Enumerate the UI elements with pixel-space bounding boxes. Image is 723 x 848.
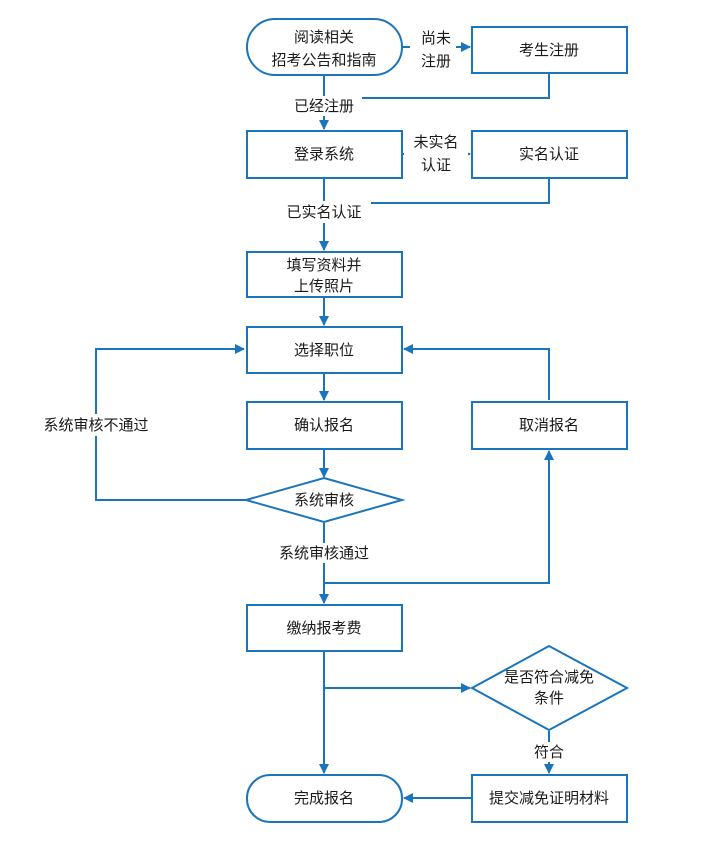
node-exempt-line2: 条件	[534, 689, 564, 707]
node-choose-label: 选择职位	[294, 341, 354, 359]
node-read: 阅读相关 招考公告和指南	[246, 18, 403, 76]
node-exempt-question: 是否符合减免 条件	[469, 644, 630, 732]
node-confirm-label: 确认报名	[294, 416, 354, 434]
node-done-label: 完成报名	[294, 789, 354, 807]
edge-realname-return	[324, 178, 550, 204]
node-cancel: 取消报名	[471, 401, 628, 450]
node-register-label: 考生注册	[519, 41, 579, 59]
node-fill: 填写资料并 上传照片	[246, 251, 403, 298]
node-register: 考生注册	[471, 26, 628, 74]
node-login: 登录系统	[246, 130, 403, 179]
node-submit: 提交减免证明材料	[471, 774, 628, 823]
node-fill-line2: 上传照片	[294, 277, 354, 295]
node-cancel-label: 取消报名	[519, 416, 579, 434]
label-not-registered-1: 尚未	[421, 29, 451, 47]
label-registered: 已经注册	[294, 97, 354, 115]
node-read-line1: 阅读相关	[294, 28, 354, 46]
edge-pay-exempt	[323, 651, 471, 693]
edge-pass-cancel	[324, 450, 554, 584]
node-realname: 实名认证	[471, 130, 628, 179]
node-exempt-line1: 是否符合减免	[504, 668, 594, 686]
node-choose: 选择职位	[246, 326, 403, 374]
label-not-realname-1: 未实名	[413, 133, 458, 151]
label-review-pass: 系统审核通过	[279, 544, 369, 562]
node-confirm: 确认报名	[246, 401, 403, 450]
node-review: 系统审核	[242, 476, 406, 524]
label-not-registered-2: 注册	[421, 52, 451, 70]
node-login-label: 登录系统	[294, 145, 354, 163]
node-pay: 缴纳报考费	[246, 604, 403, 652]
edge-cancel-choose	[403, 344, 550, 400]
edge-register-return	[324, 73, 550, 99]
node-read-line2: 招考公告和指南	[271, 51, 376, 69]
node-realname-label: 实名认证	[519, 145, 579, 163]
label-eligible: 符合	[534, 743, 564, 761]
connectors	[95, 42, 554, 803]
label-realname-done: 已实名认证	[286, 203, 361, 221]
label-not-realname-2: 认证	[421, 156, 451, 174]
label-review-fail: 系统审核不通过	[43, 416, 148, 434]
node-review-label: 系统审核	[294, 491, 354, 509]
node-done: 完成报名	[246, 774, 403, 823]
node-pay-label: 缴纳报考费	[286, 619, 361, 637]
node-fill-line1: 填写资料并	[286, 256, 361, 274]
edge-labels: 尚未 注册 已经注册 未实名 认证 已实名认证 系统审核不通过 系统审核通过 符…	[34, 28, 570, 762]
node-submit-label: 提交减免证明材料	[489, 789, 609, 807]
